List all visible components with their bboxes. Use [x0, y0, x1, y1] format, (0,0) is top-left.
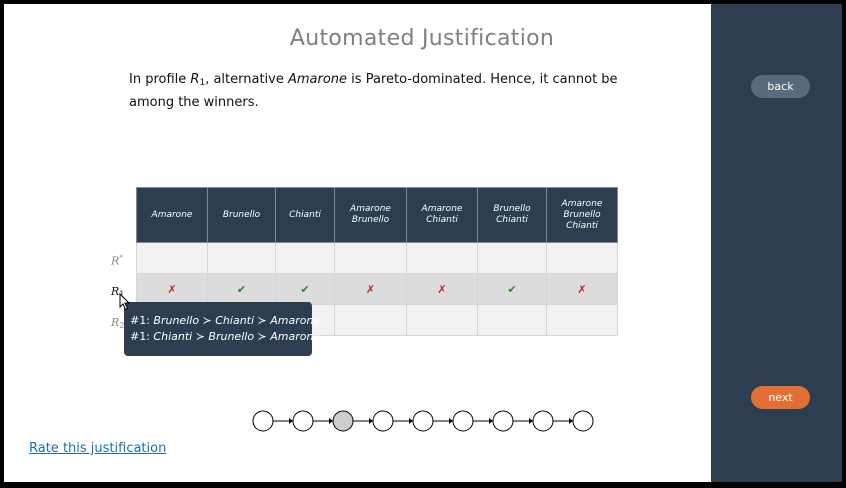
table-cell: ✗	[334, 273, 407, 305]
progress-step[interactable]	[452, 410, 474, 432]
next-button[interactable]: next	[751, 386, 810, 409]
tooltip-line-1: #1: Brunello ≻ Chianti ≻ Amarone	[130, 314, 320, 327]
column-header-line: Brunello	[563, 209, 601, 220]
table-cell: ✗	[406, 273, 478, 305]
progress-arrow-icon	[569, 418, 573, 424]
table-cell: ✔	[207, 273, 276, 305]
column-header-line: Chianti	[496, 215, 528, 225]
row-label[interactable]: R1	[111, 285, 124, 299]
justification-prefix: In profile	[129, 72, 191, 87]
progress-arrow-icon	[369, 418, 373, 424]
progress-arrow-icon	[529, 418, 533, 424]
justification-text: In profile R1, alternative Amarone is Pa…	[129, 70, 629, 112]
app-frame: Automated Justification In profile R1, a…	[4, 4, 842, 482]
column-header-line: Amarone	[350, 204, 391, 214]
progress-arrow-icon	[449, 418, 453, 424]
progress-arrow-icon	[409, 418, 413, 424]
mouse-pointer-icon	[119, 293, 131, 311]
progress-arrow-icon	[329, 418, 333, 424]
progress-step[interactable]	[492, 410, 514, 432]
column-header-line: Chianti	[566, 220, 598, 231]
progress-arrow-icon	[489, 418, 493, 424]
progress-step[interactable]	[572, 410, 594, 432]
justification-suffix: is Pareto-dominated. Hence, it cannot be…	[129, 72, 618, 110]
column-header-line: Amarone	[421, 204, 463, 214]
table-cell: ✔	[275, 273, 335, 305]
page-title: Automated Justification	[289, 26, 555, 51]
table-cell	[136, 242, 208, 274]
tooltip-line-2-prefix: #1:	[130, 330, 154, 343]
progress-step[interactable]	[372, 410, 394, 432]
row-label-symbol: R	[111, 316, 120, 329]
row-label-sub: 2	[119, 321, 125, 330]
column-header-1: Brunello	[207, 187, 276, 243]
table-cell	[477, 242, 547, 274]
table-cell: ✗	[136, 273, 208, 305]
table-cell	[477, 304, 547, 336]
column-header-line: Chianti	[289, 209, 321, 220]
column-header-0: Amarone	[136, 187, 208, 243]
column-header-line: Amarone	[151, 209, 193, 220]
column-header-line: Amarone	[561, 198, 603, 209]
rate-justification-link[interactable]: Rate this justification	[29, 441, 167, 456]
tooltip-line-1-prefix: #1:	[130, 314, 154, 327]
column-header-line: Brunello	[351, 215, 390, 225]
profile-symbol: R	[190, 72, 200, 87]
column-header-line: Chianti	[426, 215, 458, 225]
row-label-sub: 1	[119, 290, 125, 299]
profile-tooltip: #1: Brunello ≻ Chianti ≻ Amarone #1: Chi…	[124, 302, 320, 356]
progress-arrow-icon	[289, 418, 293, 424]
tooltip-line-1-order: Brunello ≻ Chianti ≻ Amarone	[153, 314, 321, 327]
table-cell	[334, 304, 407, 336]
table-cell: ✔	[477, 273, 547, 305]
progress-step-current[interactable]	[332, 410, 354, 432]
row-label[interactable]: R*	[111, 254, 123, 268]
row-label-symbol: R	[111, 254, 120, 268]
table-row	[136, 242, 618, 274]
table-cell	[275, 242, 335, 274]
table-cell	[207, 242, 276, 274]
table-cell: ✗	[546, 273, 618, 305]
profile-subscript: 1	[199, 78, 206, 88]
row-label-sup: *	[119, 254, 123, 262]
progress-step[interactable]	[532, 410, 554, 432]
table-cell	[334, 242, 407, 274]
row-label-symbol: R	[111, 285, 120, 298]
row-label[interactable]: R2	[111, 316, 124, 330]
column-header-line: Brunello	[222, 209, 261, 220]
table-cell	[546, 304, 618, 336]
table-row: ✗✔✔✗✗✔✗	[136, 273, 618, 305]
justification-middle: , alternative	[205, 72, 288, 87]
table-cell	[546, 242, 618, 274]
tooltip-line-2-order: Chianti ≻ Brunello ≻ Amarone	[153, 330, 321, 343]
progress-indicator	[252, 410, 594, 432]
column-header-2: Chianti	[275, 187, 335, 243]
progress-step[interactable]	[292, 410, 314, 432]
progress-step[interactable]	[252, 410, 274, 432]
progress-step[interactable]	[412, 410, 434, 432]
back-button[interactable]: back	[751, 75, 810, 98]
table-cell	[406, 304, 478, 336]
alternative-name: Amarone	[287, 72, 348, 87]
table-cell	[406, 242, 478, 274]
tooltip-line-2: #1: Chianti ≻ Brunello ≻ Amarone	[130, 330, 320, 343]
column-header-line: Brunello	[493, 204, 531, 214]
